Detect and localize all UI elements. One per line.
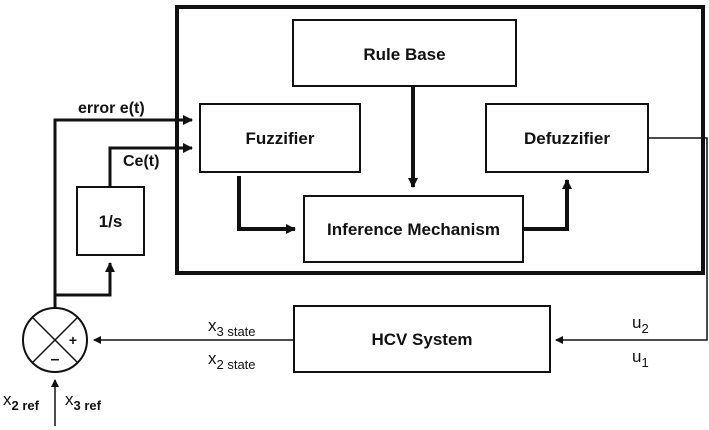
error-signal-line: [53, 115, 193, 318]
summing-junction: + –: [22, 307, 88, 373]
inference-to-defuzzifier-arrow: [523, 179, 572, 231]
x3-ref-label: x3 ref: [65, 390, 102, 413]
inference-mechanism-block: Inference Mechanism: [303, 195, 524, 263]
minus-sign: –: [51, 351, 60, 368]
ce-label: Ce(t): [123, 153, 159, 170]
fuzzifier-label: Fuzzifier: [246, 129, 315, 148]
u1-label: u1: [632, 347, 649, 370]
x3-state-label: x3 state: [208, 316, 256, 339]
integrator-label: 1/s: [99, 212, 123, 231]
fuzzy-controller-frame: [175, 5, 705, 275]
fuzzifier-block: Fuzzifier: [199, 103, 361, 173]
x2-ref-label: x2 ref: [3, 390, 40, 413]
hcv-system-label: HCV System: [371, 330, 472, 349]
plus-sign: +: [69, 332, 77, 348]
integrator-block: 1/s: [76, 186, 145, 256]
defuzzifier-block: Defuzzifier: [485, 103, 649, 173]
junction-to-integrator-line: [55, 262, 115, 297]
ce-signal-line: [108, 143, 193, 187]
rule-base-block: Rule Base: [292, 19, 517, 87]
inference-mechanism-label: Inference Mechanism: [327, 220, 500, 239]
control-output-line: [555, 137, 708, 344]
x2-state-label: x2 state: [208, 349, 256, 372]
error-label: error e(t): [78, 100, 145, 117]
fuzzifier-to-inference-arrow: [237, 176, 296, 234]
rule-base-label: Rule Base: [363, 45, 445, 64]
u2-label: u2: [632, 313, 649, 336]
defuzzifier-label: Defuzzifier: [524, 129, 610, 148]
hcv-system-block: HCV System: [293, 305, 551, 373]
